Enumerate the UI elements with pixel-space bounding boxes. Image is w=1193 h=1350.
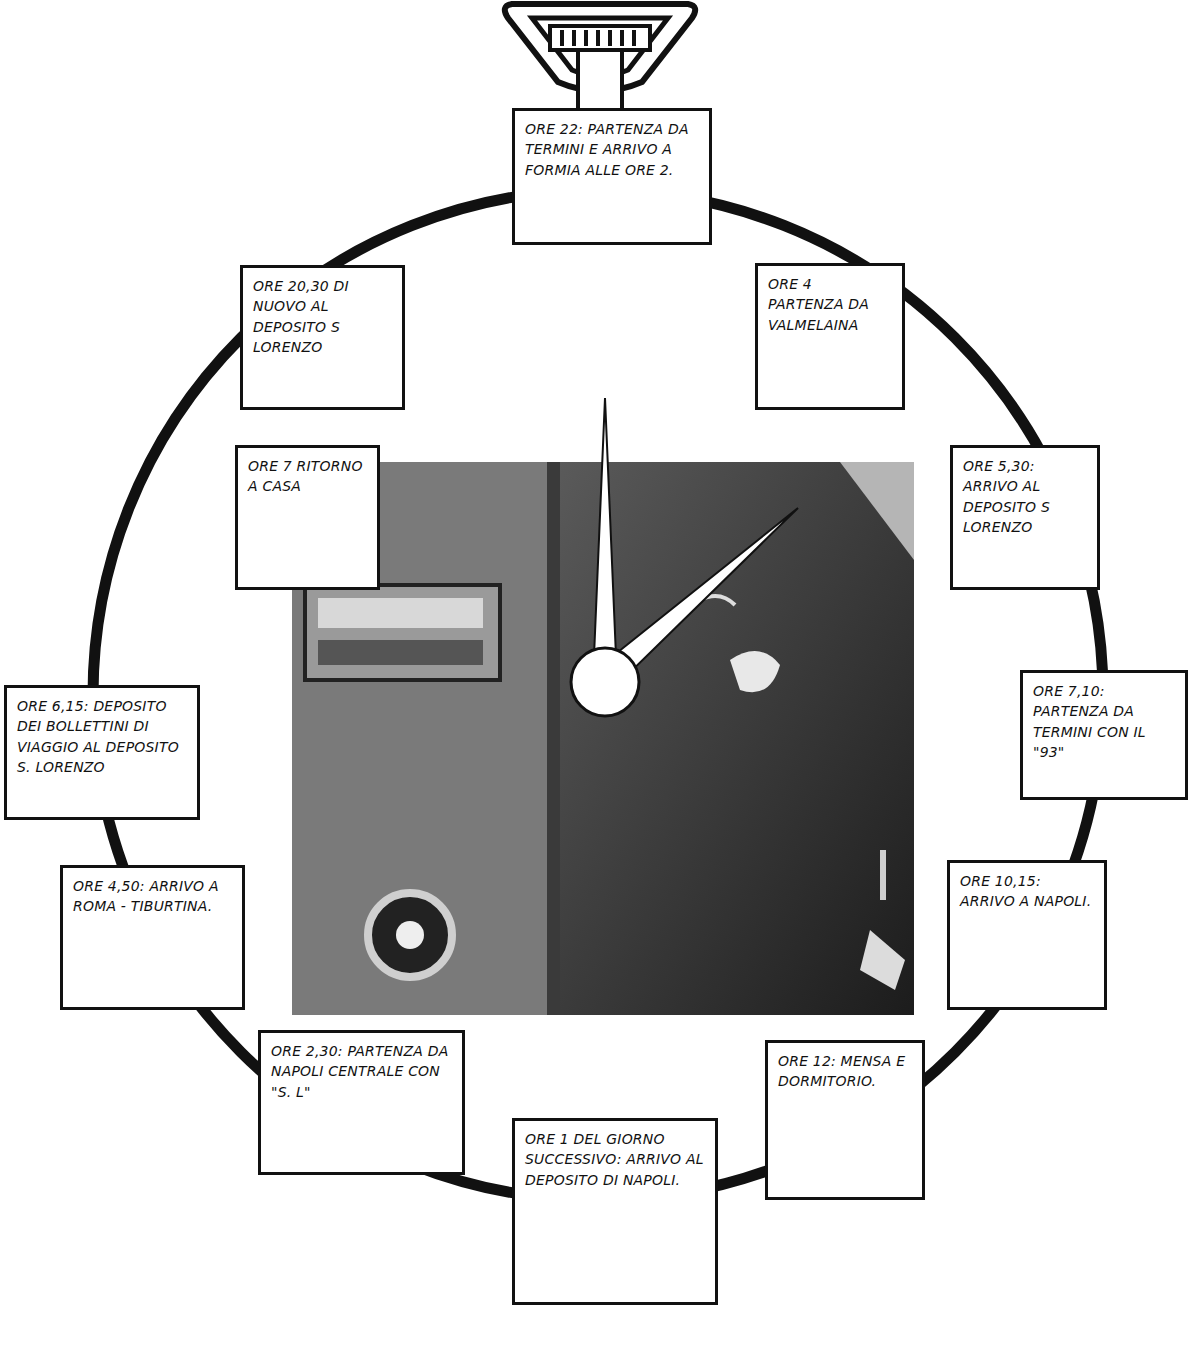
time-text: ORE 7 RITORNO A CASA xyxy=(248,456,367,497)
crown-stem xyxy=(578,50,622,110)
knurling xyxy=(562,30,634,46)
time-box: ORE 20,30 DI NUOVO AL DEPOSITO S LORENZO xyxy=(240,265,405,410)
time-box: ORE 4 PARTENZA DA VALMELAINA xyxy=(755,263,905,410)
time-box: ORE 12: MENSA E DORMITORIO. xyxy=(765,1040,925,1200)
time-box: ORE 22: PARTENZA DA TERMINI E ARRIVO A F… xyxy=(512,108,712,245)
time-text: ORE 10,15: ARRIVO A NAPOLI. xyxy=(960,871,1094,912)
time-text: ORE 4 PARTENZA DA VALMELAINA xyxy=(768,274,892,335)
time-box: ORE 4,50: ARRIVO A ROMA - TIBURTINA. xyxy=(60,865,245,1010)
time-text: ORE 7,10: PARTENZA DA TERMINI CON IL "93… xyxy=(1033,681,1175,762)
time-box: ORE 10,15: ARRIVO A NAPOLI. xyxy=(947,860,1107,1010)
time-text: ORE 20,30 DI NUOVO AL DEPOSITO S LORENZO xyxy=(253,276,392,357)
time-box: ORE 1 DEL GIORNO SUCCESSIVO: ARRIVO AL D… xyxy=(512,1118,718,1305)
time-text: ORE 2,30: PARTENZA DA NAPOLI CENTRALE CO… xyxy=(271,1041,452,1102)
hand-hub xyxy=(571,648,639,716)
time-text: ORE 5,30: ARRIVO AL DEPOSITO S LORENZO xyxy=(963,456,1087,537)
time-text: ORE 4,50: ARRIVO A ROMA - TIBURTINA. xyxy=(73,876,232,917)
time-box: ORE 7,10: PARTENZA DA TERMINI CON IL "93… xyxy=(1020,670,1188,800)
time-box: ORE 5,30: ARRIVO AL DEPOSITO S LORENZO xyxy=(950,445,1100,590)
time-box: ORE 2,30: PARTENZA DA NAPOLI CENTRALE CO… xyxy=(258,1030,465,1175)
crown-button xyxy=(550,26,650,50)
time-text: ORE 12: MENSA E DORMITORIO. xyxy=(778,1051,912,1092)
time-text: ORE 6,15: DEPOSITO DEI BOLLETTINI DI VIA… xyxy=(17,696,187,777)
time-text: ORE 1 DEL GIORNO SUCCESSIVO: ARRIVO AL D… xyxy=(525,1129,705,1190)
minute-hand xyxy=(593,398,617,680)
time-text: ORE 22: PARTENZA DA TERMINI E ARRIVO A F… xyxy=(525,119,699,180)
watch-ring xyxy=(93,190,1103,1200)
time-box: ORE 6,15: DEPOSITO DEI BOLLETTINI DI VIA… xyxy=(4,685,200,820)
time-box: ORE 7 RITORNO A CASA xyxy=(235,445,380,590)
